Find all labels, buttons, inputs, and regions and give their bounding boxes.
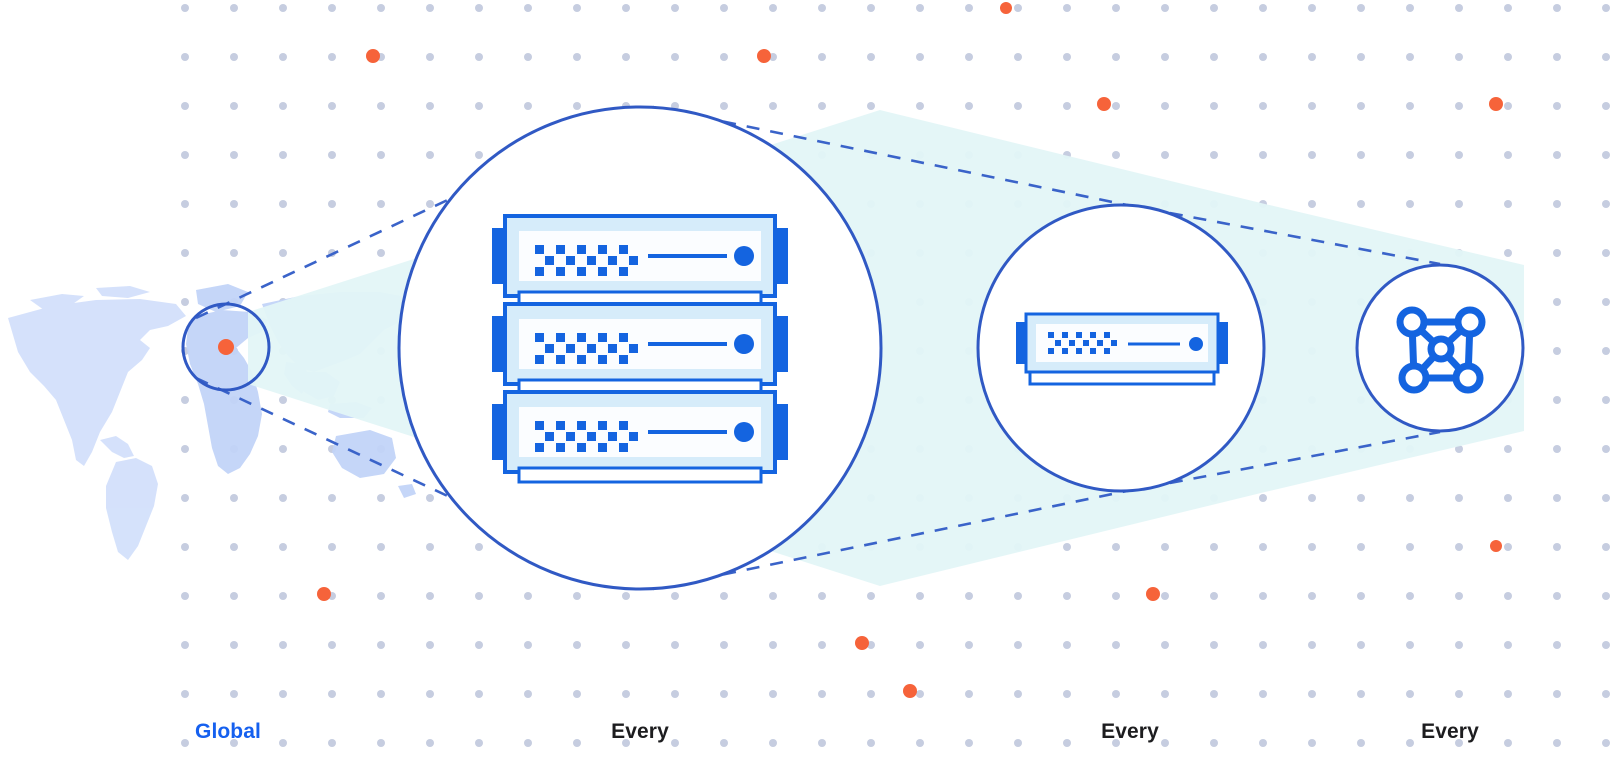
service-mesh-nodes bbox=[1396, 306, 1486, 394]
label-every-service: Every service bbox=[1350, 669, 1550, 782]
accent-dot bbox=[903, 684, 917, 698]
rack-unit-2 bbox=[492, 302, 788, 396]
label-global-network-line1: Global bbox=[195, 720, 261, 743]
label-every-data-center: Every data center bbox=[520, 669, 760, 782]
map-focus-circle bbox=[181, 302, 271, 392]
accent-dot bbox=[317, 587, 331, 601]
zoom-connector-lines bbox=[195, 104, 1441, 592]
accent-dot bbox=[1000, 2, 1012, 14]
node-center bbox=[1427, 335, 1455, 363]
label-global-network: Global network bbox=[128, 669, 328, 782]
label-every-server-line1: Every bbox=[1101, 720, 1159, 743]
accent-dot bbox=[757, 49, 771, 63]
accent-dot bbox=[1489, 97, 1503, 111]
rack-unit-3 bbox=[492, 390, 788, 484]
accent-dots bbox=[317, 2, 1503, 698]
accent-dot bbox=[1490, 540, 1502, 552]
accent-dot bbox=[855, 636, 869, 650]
accent-dot bbox=[1146, 587, 1160, 601]
server-unit-icon bbox=[1016, 312, 1228, 386]
node-top-right bbox=[1454, 306, 1486, 338]
label-every-server: Every server bbox=[1030, 669, 1230, 782]
node-bottom-right bbox=[1452, 362, 1484, 394]
connector-lower bbox=[195, 376, 1441, 592]
node-top-left bbox=[1396, 306, 1428, 338]
node-bottom-left bbox=[1398, 362, 1430, 394]
connector-upper bbox=[195, 104, 1441, 320]
accent-dot bbox=[1097, 97, 1111, 111]
accent-dot bbox=[366, 49, 380, 63]
rack-unit-1 bbox=[492, 214, 788, 308]
label-every-data-center-line1: Every bbox=[611, 720, 669, 743]
label-every-service-line1: Every bbox=[1421, 720, 1479, 743]
map-focus-dot bbox=[218, 339, 234, 355]
